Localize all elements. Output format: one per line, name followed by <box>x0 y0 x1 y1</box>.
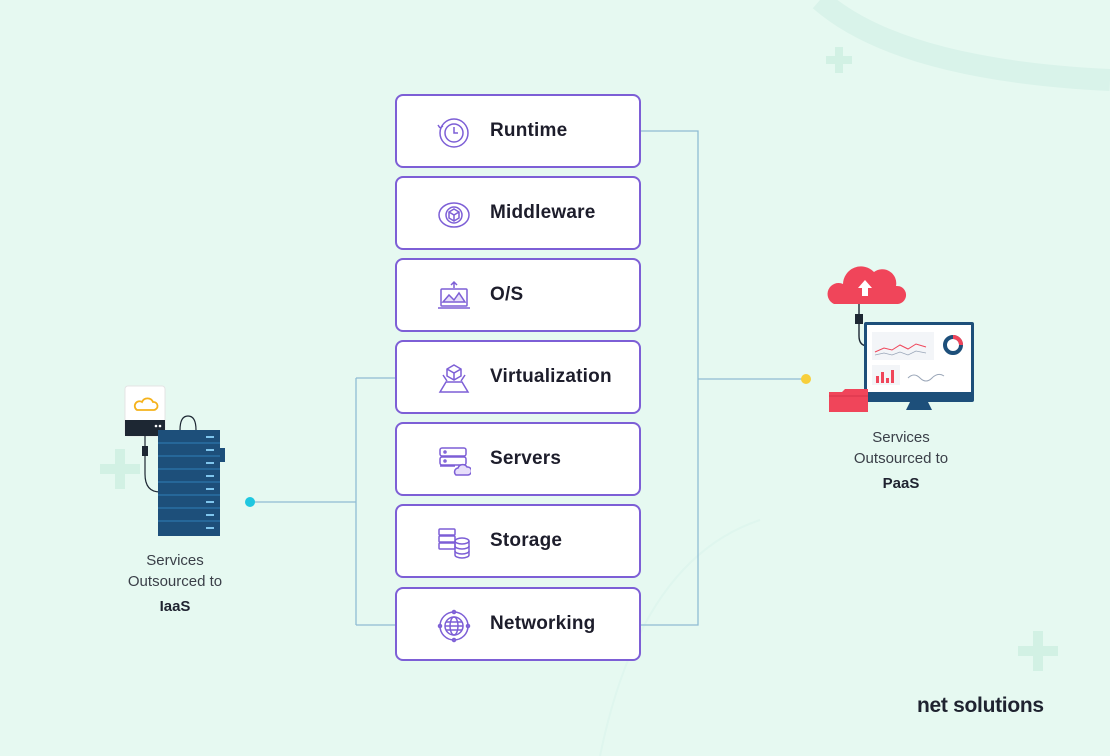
stack-item-middleware: Middleware <box>395 176 641 250</box>
runtime-clock-icon <box>437 118 469 148</box>
middleware-cube-icon <box>438 202 470 228</box>
iaas-caption: Services Outsourced to IaaS <box>104 550 246 617</box>
paas-target-dot <box>801 374 811 384</box>
stack-item-label: Networking <box>490 613 596 634</box>
os-laptop-icon <box>438 280 470 309</box>
stack-item-label: Storage <box>490 530 563 551</box>
iaas-connector-line <box>250 377 408 626</box>
paas-caption: Services Outsourced to PaaS <box>830 427 972 494</box>
paas-connector-line <box>628 130 806 626</box>
stack-item-label: Servers <box>490 448 562 469</box>
stack-item-servers: Servers <box>395 422 641 496</box>
stack-item-networking: Networking <box>395 587 641 661</box>
stack-item-label: Runtime <box>490 120 568 141</box>
stack-item-virtualization: Virtualization <box>395 340 641 414</box>
iaas-caption-line2: Outsourced to <box>127 573 223 590</box>
stack-item-storage: Storage <box>395 504 641 578</box>
paas-caption-line1: Services <box>872 429 930 446</box>
iaas-caption-label: IaaS <box>159 598 191 615</box>
stack-item-os: O/S <box>395 258 641 332</box>
networking-globe-icon <box>437 609 471 643</box>
stack-item-label: O/S <box>490 284 524 305</box>
paas-caption-label: PaaS <box>882 475 920 492</box>
paas-caption-line2: Outsourced to <box>853 450 949 467</box>
stack-item-label: Middleware <box>490 202 596 223</box>
iaas-source-dot <box>245 497 255 507</box>
virtualization-icon <box>438 364 470 393</box>
stack-item-runtime: Runtime <box>395 94 641 168</box>
servers-cloud-icon <box>439 447 471 476</box>
stack-item-label: Virtualization <box>490 366 612 387</box>
brand-logo: net solutions <box>917 694 1044 717</box>
storage-database-icon <box>438 528 470 559</box>
iaas-caption-line1: Services <box>146 552 204 569</box>
